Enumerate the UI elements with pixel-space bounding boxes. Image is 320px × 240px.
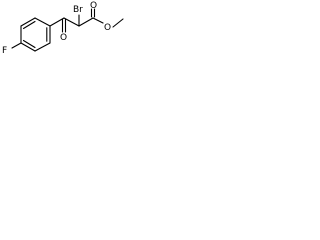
- ester-carbonyl-oxygen-label: O: [90, 1, 97, 11]
- ring-bond-5: [20, 42, 36, 52]
- ester-ether-oxygen-label: O: [104, 23, 111, 33]
- ring-bond-4: [34, 42, 51, 52]
- benzene-ring: [20, 17, 51, 52]
- ester-single-bond: [92, 17, 104, 24]
- o-methyl-bond: [112, 18, 124, 28]
- ring-bond-5-inner: [22, 39, 36, 49]
- fluorine-atom-label: F: [2, 46, 7, 56]
- ring-bond-2: [34, 17, 51, 27]
- bromine-atom-label: Br: [73, 5, 83, 15]
- c-f-bond: [11, 42, 22, 49]
- ring-bond-1: [20, 17, 36, 27]
- ketone-alpha-bond: [63, 17, 80, 27]
- chemical-structure: F O Br O O: [2, 1, 124, 56]
- ketone-oxygen-label: O: [60, 33, 67, 43]
- aryl-ketone-bond: [49, 17, 65, 27]
- alpha-ester-bond: [78, 17, 94, 27]
- ring-bond-1-inner: [22, 20, 36, 30]
